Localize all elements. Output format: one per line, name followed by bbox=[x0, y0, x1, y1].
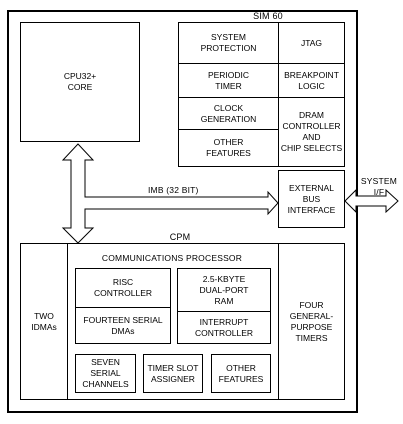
breakpoint-logic-label: BREAKPOINT LOGIC bbox=[284, 69, 339, 91]
cpm-other-features-block: OTHER FEATURES bbox=[211, 354, 271, 393]
cpm-other-features-label: OTHER FEATURES bbox=[218, 362, 264, 384]
sim-other-features-block: OTHER FEATURES bbox=[178, 129, 279, 167]
system-if-arrow bbox=[344, 188, 399, 214]
imb-bus-label: IMB (32 BIT) bbox=[148, 185, 199, 195]
external-bus-interface-label: EXTERNAL BUS INTERFACE bbox=[287, 182, 336, 215]
timer-slot-assigner-label: TIMER SLOT ASSIGNER bbox=[147, 362, 199, 384]
breakpoint-logic-block: BREAKPOINT LOGIC bbox=[278, 63, 345, 98]
fourteen-serial-dmas-label: FOURTEEN SERIAL DMAs bbox=[83, 314, 163, 336]
interrupt-controller-block: INTERRUPT CONTROLLER bbox=[177, 311, 271, 344]
dram-controller-label: DRAM CONTROLLER AND CHIP SELECTS bbox=[280, 110, 343, 153]
risc-controller-label: RISC CONTROLLER bbox=[93, 277, 153, 298]
dual-port-ram-block: 2.5-KBYTE DUAL-PORT RAM bbox=[177, 268, 271, 312]
clock-generation-label: CLOCK GENERATION bbox=[200, 102, 257, 124]
interrupt-controller-label: INTERRUPT CONTROLLER bbox=[194, 316, 254, 338]
jtag-label: JTAG bbox=[300, 37, 323, 48]
four-timers-label: FOUR GENERAL- PURPOSE TIMERS bbox=[289, 299, 334, 343]
cpm-title: CPM bbox=[169, 232, 191, 242]
communications-processor-title: COMMUNICATIONS PROCESSOR bbox=[101, 253, 243, 263]
external-bus-interface-block: EXTERNAL BUS INTERFACE bbox=[278, 170, 345, 228]
imb-bus-arrow bbox=[70, 157, 279, 241]
dram-controller-block: DRAM CONTROLLER AND CHIP SELECTS bbox=[278, 97, 345, 167]
timer-slot-assigner-block: TIMER SLOT ASSIGNER bbox=[143, 354, 203, 393]
sim-other-features-label: OTHER FEATURES bbox=[206, 137, 251, 158]
sim60-title: SIM 60 bbox=[253, 11, 283, 21]
four-timers-block: FOUR GENERAL- PURPOSE TIMERS bbox=[278, 243, 345, 400]
system-protection-label: SYSTEM PROTECTION bbox=[200, 32, 257, 53]
two-idmas-block: TWO IDMAs bbox=[20, 243, 68, 400]
seven-serial-channels-label: SEVEN SERIAL CHANNELS bbox=[82, 357, 129, 389]
fourteen-serial-dmas-block: FOURTEEN SERIAL DMAs bbox=[75, 307, 171, 344]
system-if-label: SYSTEM I/F bbox=[360, 176, 398, 197]
periodic-timer-label: PERIODIC TIMER bbox=[207, 69, 250, 91]
dual-port-ram-label: 2.5-KBYTE DUAL-PORT RAM bbox=[199, 273, 249, 306]
cpu32-core-label: CPU32+ CORE bbox=[63, 71, 97, 92]
cpu32-core-block: CPU32+ CORE bbox=[20, 22, 140, 142]
periodic-timer-block: PERIODIC TIMER bbox=[178, 63, 279, 98]
cpm-down-arrowhead bbox=[61, 226, 95, 244]
seven-serial-channels-block: SEVEN SERIAL CHANNELS bbox=[75, 354, 136, 393]
two-idmas-label: TWO IDMAs bbox=[31, 310, 57, 332]
